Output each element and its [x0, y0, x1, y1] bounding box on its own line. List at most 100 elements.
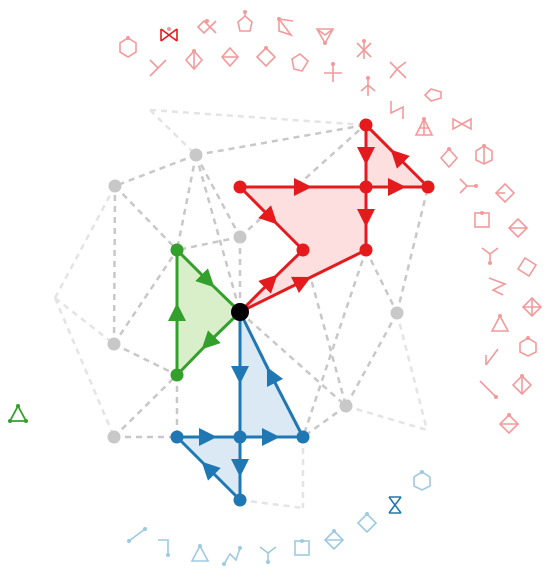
motif-glyph-icon — [390, 101, 404, 119]
faint-edge — [239, 498, 304, 510]
gray-edge — [112, 185, 117, 345]
gray-node — [107, 430, 121, 444]
red-node — [359, 243, 373, 257]
blue-node — [296, 430, 310, 444]
faint-edge — [53, 185, 117, 299]
green-edge — [175, 248, 242, 314]
motif-glyph-icon — [237, 12, 253, 32]
motif-glyph-icon — [324, 64, 342, 82]
motif-glyph-icon — [149, 59, 167, 77]
motif-glyph-icon — [511, 374, 533, 396]
red-node — [359, 180, 373, 194]
motif-glyph-icon — [315, 28, 335, 45]
motif-glyph-icon — [291, 53, 310, 72]
gray-edge — [395, 186, 430, 314]
motif-glyph-icon — [360, 78, 376, 96]
green-motif — [168, 248, 242, 377]
gray-edge — [114, 185, 178, 251]
faint-edge — [345, 404, 428, 432]
blue-node — [233, 493, 247, 507]
gray-node — [108, 179, 122, 193]
gray-node — [189, 148, 203, 162]
motif-glyph-icon — [389, 61, 407, 79]
motif-glyph-icon-highlight — [160, 28, 178, 42]
motif-glyph-icon — [439, 147, 459, 169]
motif-glyph-icon — [196, 19, 217, 35]
gray-edge — [176, 235, 241, 252]
red-node — [359, 118, 373, 132]
background-edges — [53, 108, 429, 510]
motif-glyph-icon — [190, 544, 210, 562]
motif-glyph-icon — [158, 539, 169, 555]
gray-edge — [239, 311, 347, 407]
motif-glyph-icon — [507, 217, 529, 239]
gray-edge — [112, 249, 179, 345]
gray-nodes — [107, 148, 404, 444]
motif-glyph-icon — [494, 182, 516, 204]
motif-glyph-icon — [356, 41, 372, 59]
green-nodes — [170, 243, 184, 382]
motif-glyph-icon — [259, 546, 277, 562]
green-node — [170, 243, 184, 257]
blue-motif — [175, 311, 305, 502]
motif-glyph-icon — [475, 145, 493, 165]
green-triangle-fill — [177, 250, 240, 375]
gray-edge — [195, 123, 366, 157]
motif-glyph-icon — [479, 380, 497, 398]
green-edge — [175, 310, 242, 377]
faint-edge — [395, 312, 429, 431]
motif-glyph-icon — [294, 540, 310, 556]
motif-glyph-icon — [220, 46, 240, 68]
gray-node — [233, 230, 247, 244]
motif-glyph-icon — [498, 413, 520, 435]
faint-edge — [53, 297, 116, 438]
motif-glyph-icon — [414, 117, 434, 136]
green-node — [170, 368, 184, 382]
red-node — [233, 180, 247, 194]
motif-glyph-icon — [128, 528, 146, 542]
motif-glyph-icon — [485, 348, 499, 366]
gray-edge — [114, 153, 197, 188]
faint-edge — [149, 108, 366, 127]
motif-glyph-icon — [516, 256, 538, 278]
red-nodes — [233, 118, 435, 257]
red-edge — [364, 123, 430, 189]
blue-edge — [175, 435, 242, 502]
motif-glyph-icon — [255, 46, 277, 68]
green-motif-glyph-icon — [8, 404, 28, 423]
motif-glyph-icon — [184, 49, 204, 71]
motif-glyph-icon — [490, 314, 510, 332]
blue-edge — [238, 311, 305, 438]
gray-edge — [194, 154, 242, 238]
motif-glyph-icon-highlight — [388, 496, 402, 514]
motif-glyph-icon — [278, 16, 294, 37]
gray-edge — [301, 249, 368, 438]
gray-edge — [113, 342, 178, 377]
blue-nodes — [170, 430, 310, 507]
red-motif-glyphs — [119, 12, 543, 435]
gray-node — [107, 337, 121, 351]
motif-glyph-icon — [474, 212, 490, 228]
motif-glyph-icon — [488, 277, 507, 296]
motif-glyph-icon — [481, 247, 499, 263]
motif-glyph-icon — [423, 88, 442, 102]
red-edge — [238, 185, 305, 252]
motif-glyph-icon — [452, 117, 472, 131]
gray-edge — [113, 374, 178, 438]
gray-edge — [302, 404, 347, 439]
faint-edge — [54, 297, 115, 345]
motif-glyph-icon — [459, 178, 476, 194]
gray-edge — [364, 249, 399, 314]
red-glyph-dots — [126, 10, 530, 417]
faint-edge — [149, 109, 197, 156]
blue-glyph-dots — [127, 470, 424, 566]
gray-edge — [175, 154, 198, 251]
motif-glyph-icon — [519, 337, 537, 357]
motif-glyph-icon — [223, 547, 241, 565]
gray-node — [390, 306, 404, 320]
center-node — [231, 303, 249, 321]
gray-node — [339, 399, 353, 413]
blue-node — [170, 430, 184, 444]
